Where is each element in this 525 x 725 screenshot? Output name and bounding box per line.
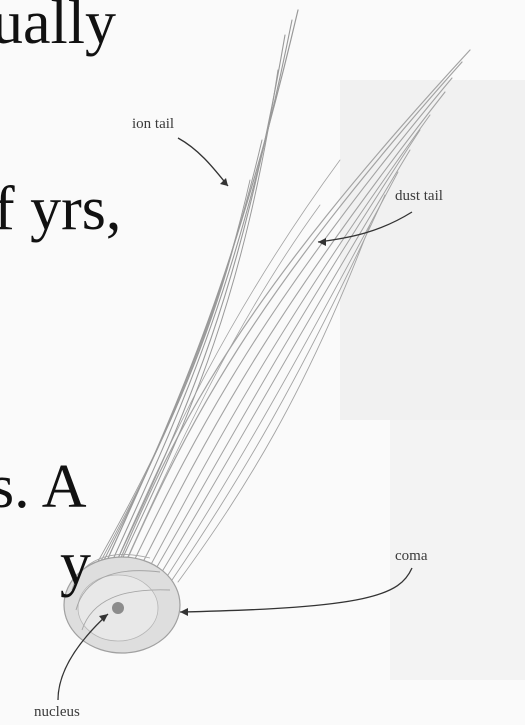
nucleus-dot bbox=[112, 602, 124, 614]
coma-arrowhead bbox=[180, 608, 188, 616]
slide-text-fragment: f yrs, bbox=[0, 178, 121, 240]
ion-tail-arrowhead bbox=[220, 178, 228, 186]
ion-tail bbox=[92, 10, 298, 572]
background-shading bbox=[340, 80, 525, 420]
slide-text-fragment: y bbox=[60, 533, 91, 595]
dust-tail-arrowhead bbox=[318, 238, 326, 246]
dust-tail-label: dust tail bbox=[395, 188, 443, 205]
coma-label: coma bbox=[395, 548, 427, 565]
slide-text-fragment: ually bbox=[0, 0, 116, 54]
ion-tail-label: ion tail bbox=[132, 116, 174, 133]
ion-tail-leader bbox=[178, 138, 228, 186]
slide-text-fragment: s. A bbox=[0, 456, 86, 518]
nucleus-label: nucleus bbox=[34, 704, 80, 721]
coma-leader bbox=[180, 568, 412, 612]
